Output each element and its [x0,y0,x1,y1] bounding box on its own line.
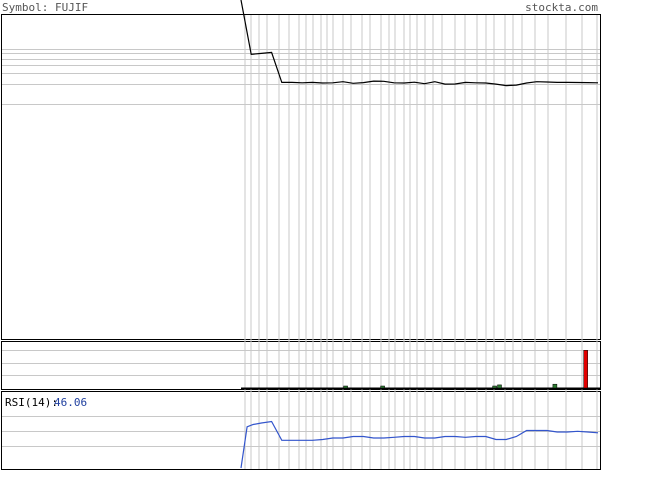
price-line [240,0,599,87]
volume-bar [343,385,348,389]
rsi-value: 46.06 [54,396,87,409]
rsi-label: RSI(14): [5,396,58,409]
volume-bar [583,350,588,389]
grid-lines [2,15,600,469]
price-panel-frame [1,14,601,340]
volume-bar [380,385,385,389]
rsi-line [240,420,599,469]
volume-bar [497,384,502,389]
symbol-label: Symbol: FUJIF [2,1,88,14]
volume-bar [552,383,558,389]
site-label: stockta.com [525,1,598,14]
rsi-panel-frame [1,391,601,470]
chart-marks [240,0,600,469]
volume-bar [492,385,497,389]
volume-panel-frame [1,341,601,390]
